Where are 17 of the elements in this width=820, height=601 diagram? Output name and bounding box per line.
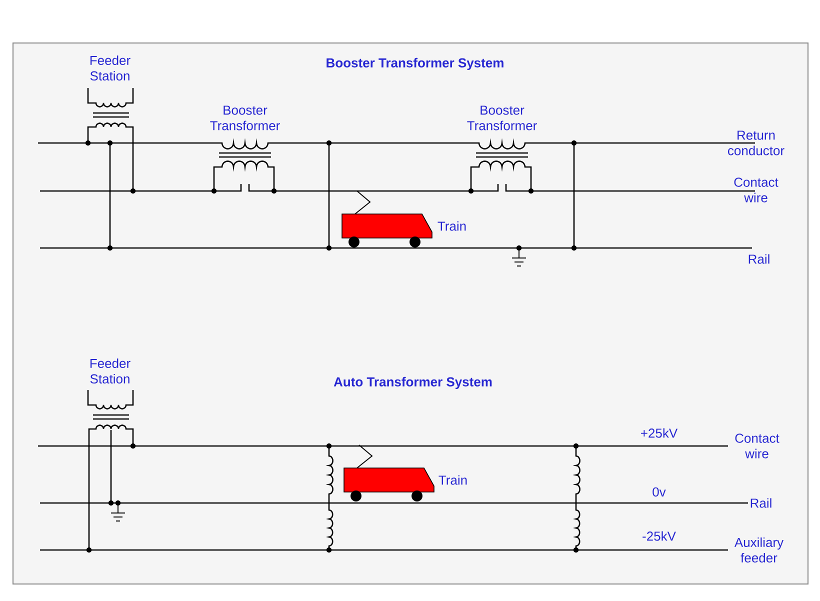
title: Booster Transformer System (326, 58, 504, 70)
voltage-label: -25kV (642, 531, 676, 541)
station-label: Feeder Station (90, 55, 130, 81)
wire-label: Auxiliary feeder (734, 537, 784, 563)
wire-label: Rail (748, 254, 770, 264)
voltage-label: 0v (652, 487, 666, 497)
wire-label: Return conductor (728, 130, 784, 156)
voltage-label: +25kV (641, 428, 678, 438)
station-label: Feeder Station (90, 358, 130, 384)
wire-label: Contact wire (734, 178, 778, 202)
train-label: Train (438, 221, 466, 231)
wire-label: Rail (750, 498, 772, 508)
wire-label: Contact wire (735, 434, 780, 458)
component-label: Booster Transformer (467, 106, 537, 130)
train-label: Train (438, 475, 467, 485)
title: Auto Transformer System (334, 376, 492, 390)
component-label: Booster Transformer (210, 106, 280, 130)
